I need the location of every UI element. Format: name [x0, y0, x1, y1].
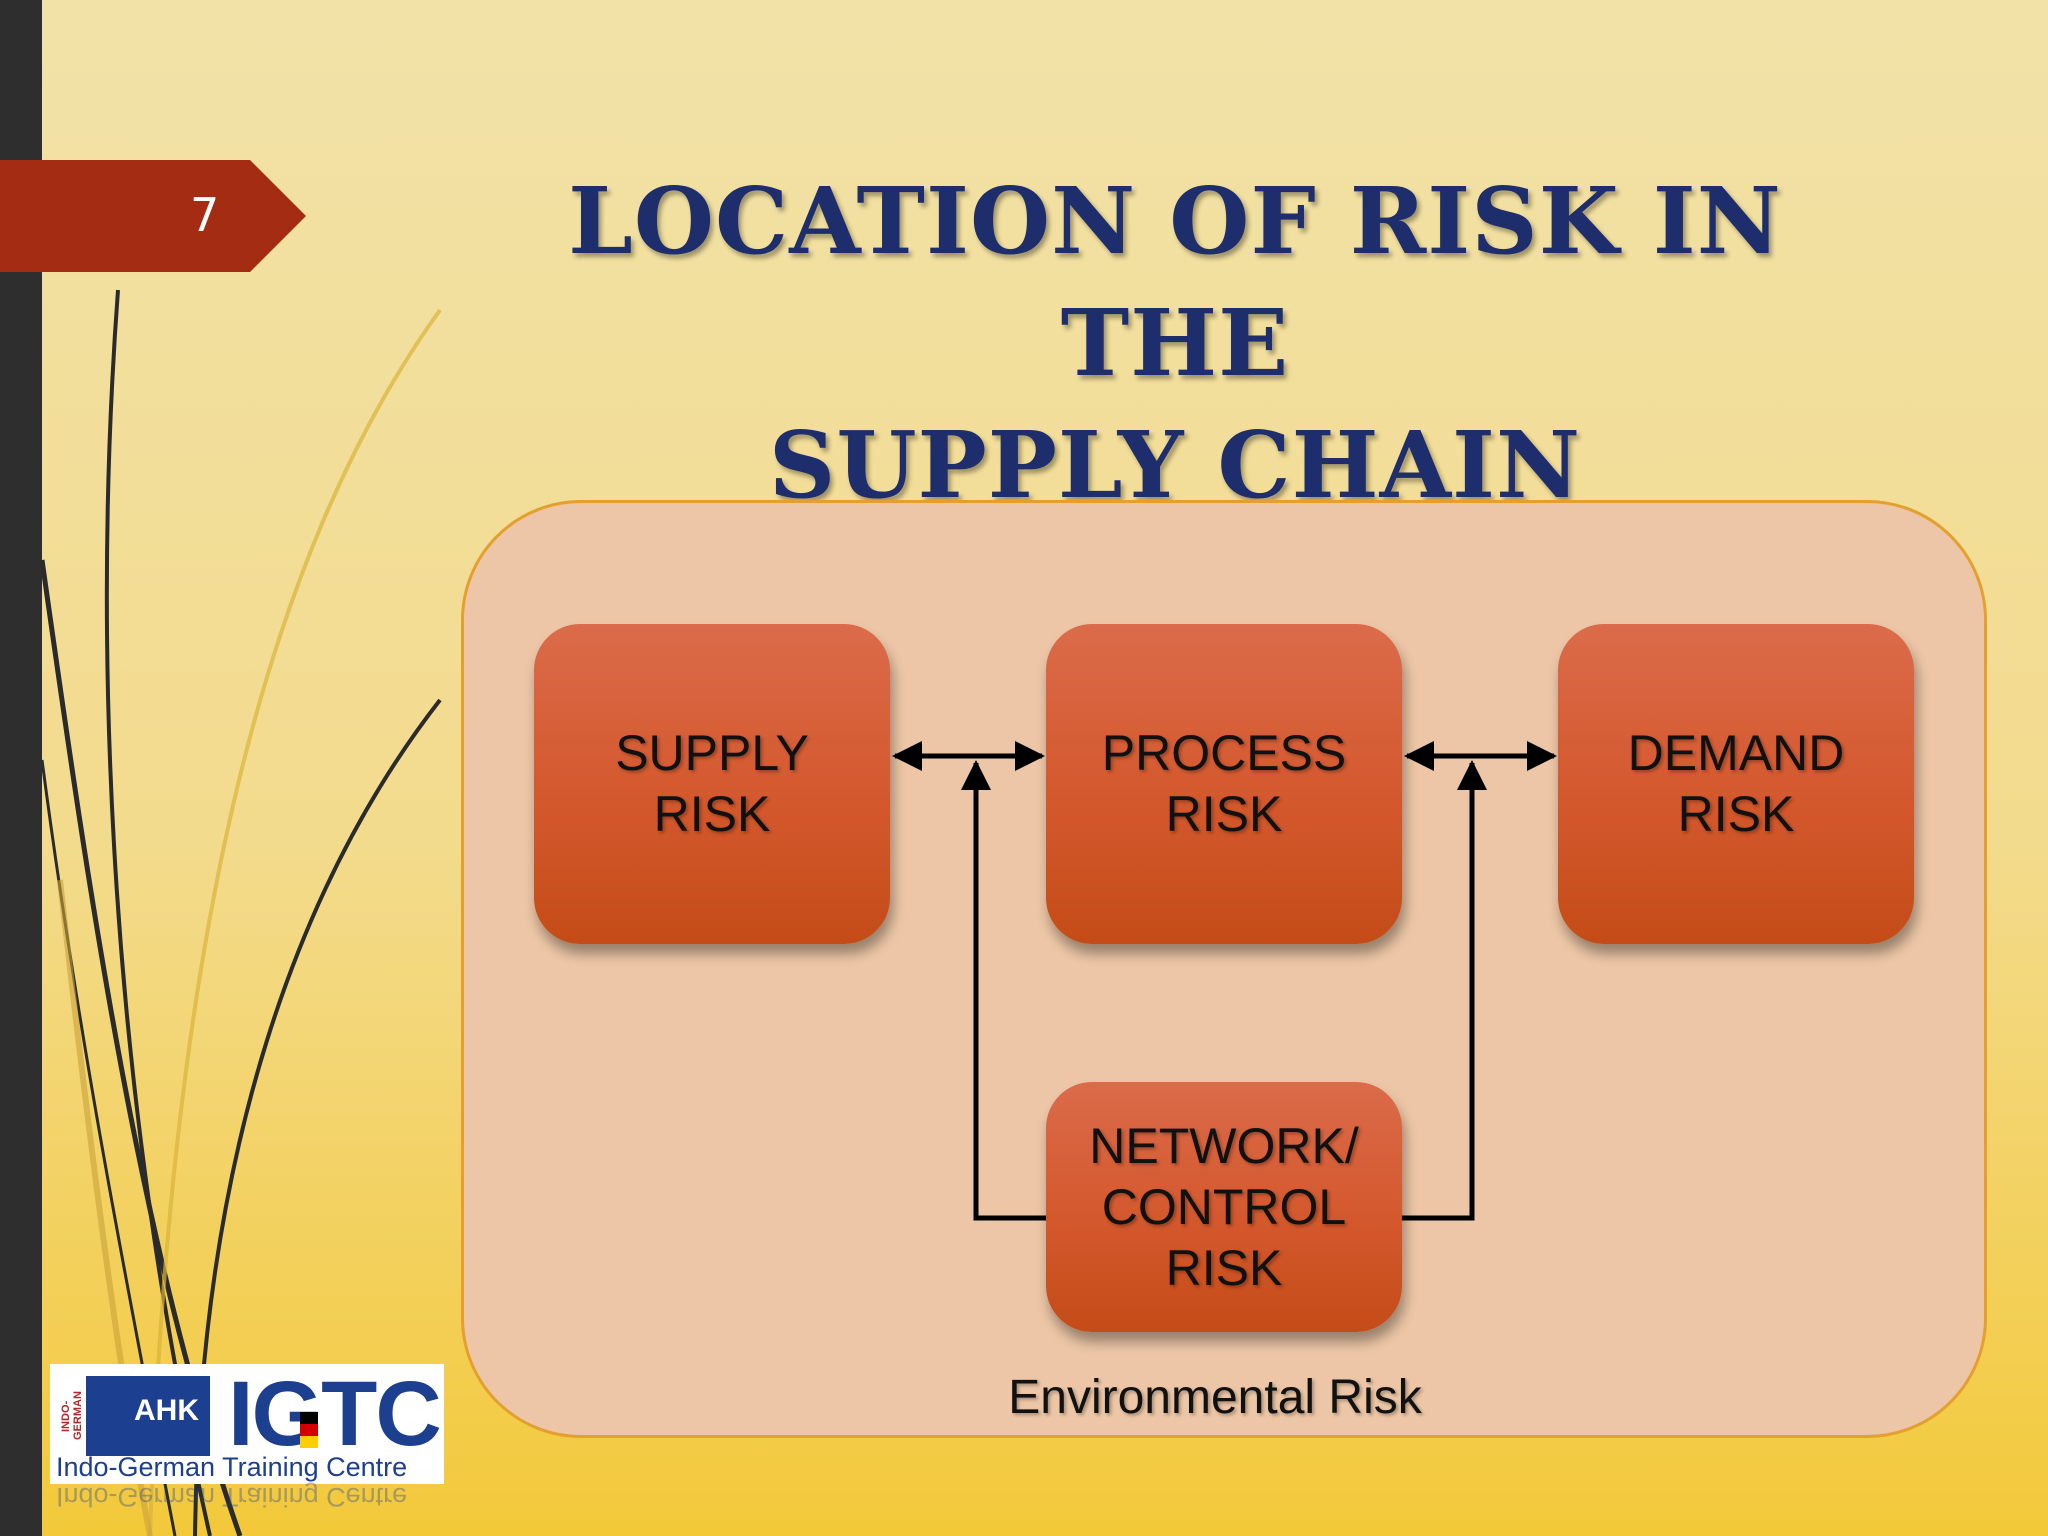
logo-subtitle: Indo-German Training Centre — [56, 1452, 408, 1482]
edge-network-left — [961, 760, 1046, 1221]
process-risk-line-1: PROCESS — [1101, 725, 1347, 781]
logo-side-text: INDO-GERMAN — [60, 1376, 84, 1456]
demand-risk-line-2: RISK — [1677, 786, 1795, 842]
environmental-risk-label: Environmental Risk — [1008, 1371, 1422, 1424]
supply-risk-line-1: SUPPLY — [615, 725, 809, 781]
network-risk-line-1: NETWORK/ — [1089, 1117, 1359, 1174]
process-risk-line-2: RISK — [1165, 786, 1283, 842]
demand-risk-line-1: DEMAND — [1627, 725, 1845, 781]
logo-ahk-block: AHK — [86, 1376, 210, 1456]
logo-brand: IGTC — [228, 1363, 442, 1465]
logo-subtitle-reflection: Indo-German Training Centre — [56, 1482, 408, 1512]
title-line-1: LOCATION OF RISK IN THE — [568, 167, 1782, 397]
network-risk-line-2: CONTROL — [1101, 1178, 1347, 1235]
demand-risk-node: DEMAND RISK — [1558, 624, 1914, 944]
logo-flag-mark — [300, 1412, 318, 1448]
process-risk-node: PROCESS RISK — [1046, 624, 1402, 944]
network-risk-line-3: RISK — [1165, 1239, 1283, 1296]
slide-number: 7 — [190, 188, 220, 242]
supply-risk-node: SUPPLY RISK — [534, 624, 890, 944]
supply-risk-line-2: RISK — [653, 786, 771, 842]
network-control-risk-node: NETWORK/ CONTROL RISK — [1046, 1082, 1402, 1332]
slide-number-tag — [0, 160, 306, 272]
edge-network-right — [1402, 760, 1487, 1221]
